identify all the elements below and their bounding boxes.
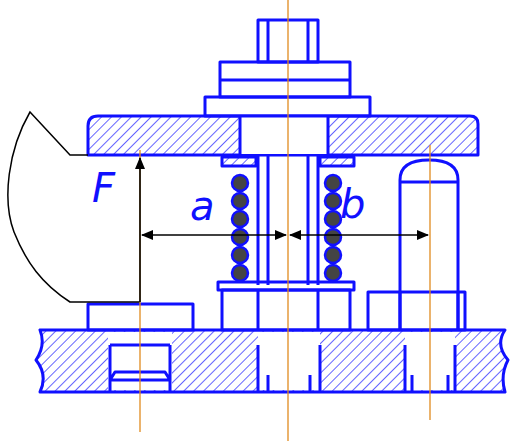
- force-label: F: [92, 168, 115, 208]
- dimension-label: a: [190, 186, 215, 226]
- dimension-label: b: [340, 184, 365, 224]
